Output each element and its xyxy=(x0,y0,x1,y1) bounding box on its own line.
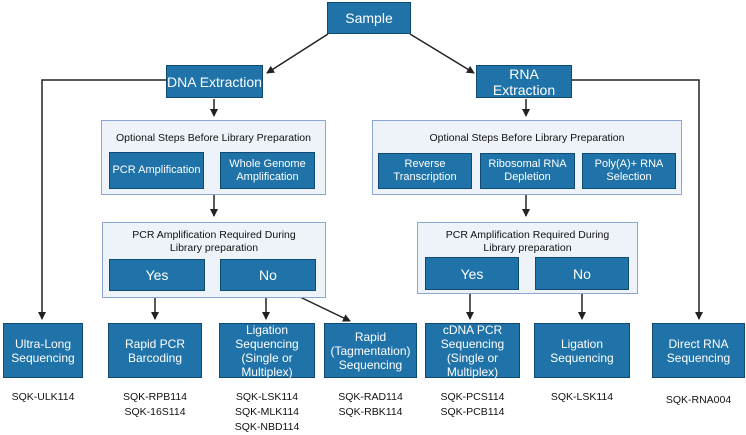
dna-extraction-node: DNA Extraction xyxy=(166,65,263,98)
kit-label: SQK-MLK114 xyxy=(235,406,299,418)
rna-optional-ribosomal-rna-depletion: Ribosomal RNA Depletion xyxy=(480,153,575,189)
rna-extraction-node: RNA Extraction xyxy=(476,65,572,98)
rna-pcr-required-title: PCR Amplification Required During Librar… xyxy=(445,229,610,254)
kit-label: SQK-RPB114 xyxy=(123,391,187,403)
kits-direct-rna: SQK-RNA004 xyxy=(652,393,745,408)
rna-optional-polya-rna-selection: Poly(A)+ RNA Selection xyxy=(582,153,676,189)
dna-pcr-required-title: PCR Amplification Required During Librar… xyxy=(132,229,296,254)
kit-label: SQK-16S114 xyxy=(124,406,186,418)
method-direct-rna-sequencing: Direct RNA Sequencing xyxy=(652,323,745,378)
kit-label: SQK-PCB114 xyxy=(440,406,505,418)
method-rapid-tagmentation-sequencing: Rapid (Tagmentation) Sequencing xyxy=(324,323,417,378)
method-rapid-pcr-barcoding: Rapid PCR Barcoding xyxy=(108,323,202,378)
rna-optional-reverse-transcription: Reverse Transcription xyxy=(378,153,472,189)
arrow-sample-to-dna xyxy=(266,33,329,74)
dna-pcr-yes: Yes xyxy=(109,259,205,291)
dna-optional-steps-title: Optional Steps Before Library Preparatio… xyxy=(116,132,311,144)
kit-label: SQK-RNA004 xyxy=(665,394,732,406)
dna-optional-pcr-amplification: PCR Amplification xyxy=(109,152,204,189)
rna-pcr-no: No xyxy=(535,257,629,290)
kits-cdna-pcr: SQK-PCS114 SQK-PCB114 xyxy=(425,390,520,420)
dna-pcr-no: No xyxy=(220,259,316,291)
sample-node: Sample xyxy=(327,2,411,34)
rna-pcr-yes: Yes xyxy=(425,257,519,290)
arrow-dna-to-ultralong xyxy=(38,79,166,320)
kit-label: SQK-PCS114 xyxy=(440,391,505,403)
arrow-sample-to-rna xyxy=(409,33,475,74)
kits-ligation-rna: SQK-LSK114 xyxy=(534,390,630,405)
kit-label: SQK-RAD114 xyxy=(338,391,403,403)
dna-optional-whole-genome-amplification: Whole Genome Amplification xyxy=(220,152,315,189)
arrow-rna-to-direct xyxy=(572,79,703,320)
kit-label: SQK-ULK114 xyxy=(11,391,75,403)
rna-optional-steps-title: Optional Steps Before Library Preparatio… xyxy=(429,132,625,144)
kits-ligation-dna: SQK-LSK114 SQK-MLK114 SQK-NBD114 xyxy=(219,390,315,435)
method-ligation-sequencing-dna: Ligation Sequencing (Single or Multiplex… xyxy=(219,323,315,379)
kit-label: SQK-LSK114 xyxy=(235,391,299,403)
kit-label: SQK-NBD114 xyxy=(234,421,300,433)
method-ultra-long-sequencing: Ultra-Long Sequencing xyxy=(3,323,83,378)
kits-ultra-long: SQK-ULK114 xyxy=(3,390,83,405)
method-cdna-pcr-sequencing: cDNA PCR Sequencing (Single or Multiplex… xyxy=(425,323,520,379)
kits-rapid-tagmentation: SQK-RAD114 SQK-RBK114 xyxy=(324,390,417,420)
kit-label: SQK-LSK114 xyxy=(550,391,614,403)
kit-label: SQK-RBK114 xyxy=(338,406,403,418)
arrow-dna-no-to-rapid xyxy=(299,296,351,322)
method-ligation-sequencing-rna: Ligation Sequencing xyxy=(534,323,630,378)
kits-rapid-pcr-barcoding: SQK-RPB114 SQK-16S114 xyxy=(108,390,202,420)
